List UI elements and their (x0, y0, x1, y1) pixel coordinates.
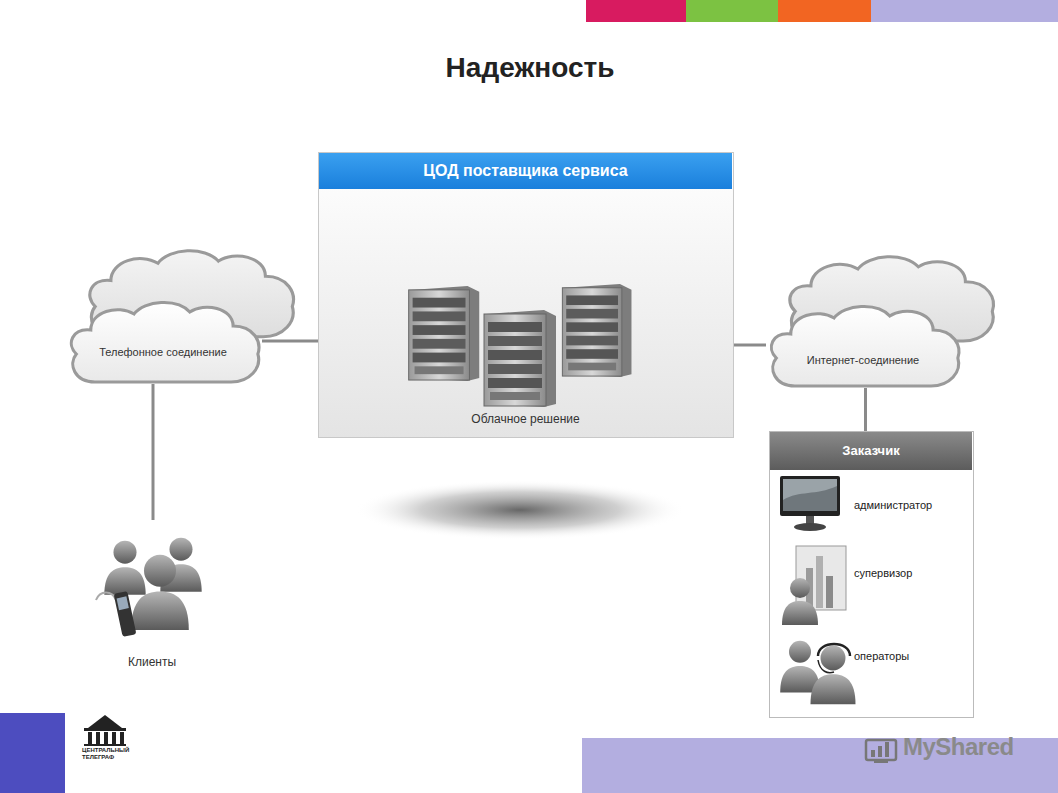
box-header: ЦОД поставщика сервиса (319, 153, 732, 189)
cloud-node: Телефонное соединение (66, 298, 262, 384)
box-header: Заказчик (770, 432, 972, 470)
cloud-shape (771, 306, 959, 386)
data-center-box: ЦОД поставщика сервисаОблачное решение (318, 152, 734, 438)
cloud-label: Интернет-соединение (766, 354, 960, 367)
connector-line (262, 340, 318, 343)
cloud-outline (766, 302, 962, 388)
connector-line (152, 384, 155, 520)
watermark: MyShared (903, 733, 1053, 761)
role-label: супервизор (854, 566, 970, 580)
role-label: операторы (854, 649, 970, 663)
logo-text: ЦЕНТРАЛЬНЫЙ ТЕЛЕГРАФ (82, 747, 132, 761)
connector-line (864, 388, 867, 431)
cloud-shape (71, 302, 259, 382)
slide-title: Надежность (280, 52, 780, 84)
customer-box: Заказчик администратор супервизор операторы (769, 431, 974, 718)
cloud-label: Телефонное соединение (66, 346, 260, 359)
cloud-node: Интернет-соединение (766, 302, 962, 388)
box-caption: Облачное решение (319, 412, 732, 426)
cloud-outline (66, 298, 262, 384)
connector-line (734, 344, 766, 347)
role-label: администратор (854, 498, 970, 512)
clients-label: Клиенты (92, 655, 212, 669)
clients-node: Клиенты (92, 520, 214, 680)
